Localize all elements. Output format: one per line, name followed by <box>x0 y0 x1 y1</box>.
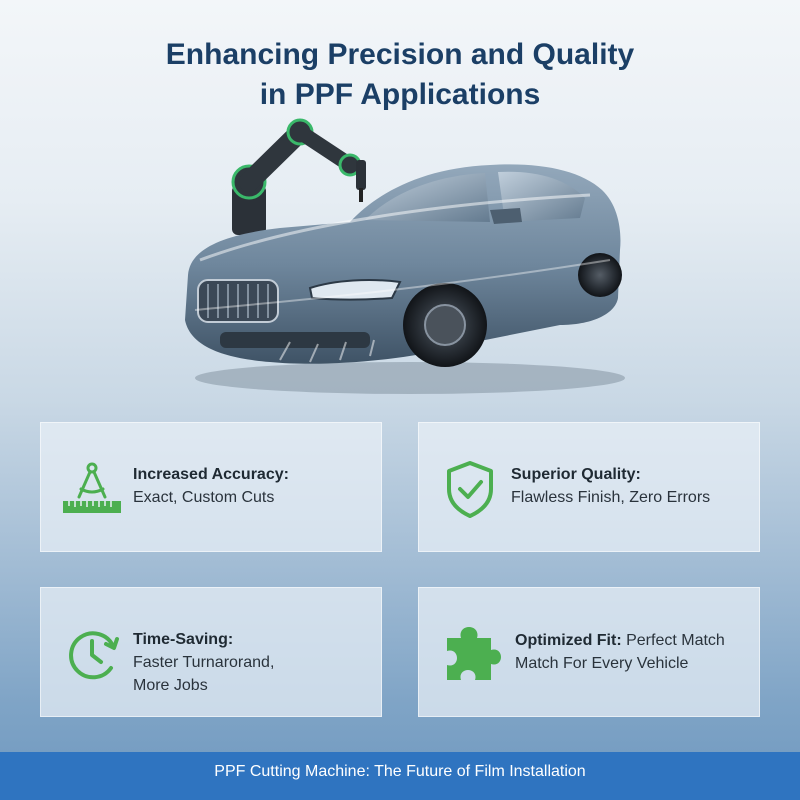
car <box>185 164 622 367</box>
feature-card-time-saving: Time-Saving: Faster Turnarorand, More Jo… <box>40 587 382 717</box>
feature-heading: Superior Quality: <box>511 466 641 483</box>
feature-description: Exact, Custom Cuts <box>133 489 275 506</box>
car-robot-illustration <box>185 118 625 394</box>
feature-heading-rest: Perfect Match <box>621 632 725 649</box>
puzzle-piece-icon <box>447 627 501 680</box>
feature-description-line-1: Faster Turnarorand, <box>133 654 275 671</box>
page-title: Enhancing Precision and Quality in PPF A… <box>0 35 800 115</box>
clock-arrow-icon <box>69 631 119 680</box>
robot-arm <box>231 118 366 235</box>
feature-heading: Increased Accuracy: <box>133 466 289 483</box>
footer-banner: PPF Cutting Machine: The Future of Film … <box>0 752 800 800</box>
title-line-1: Enhancing Precision and Quality <box>165 38 635 71</box>
feature-heading: Optimized Fit: <box>515 632 622 649</box>
feature-card-quality: Superior Quality: Flawless Finish, Zero … <box>418 422 760 552</box>
feature-card-accuracy: Increased Accuracy: Exact, Custom Cuts <box>40 422 382 552</box>
feature-description-line-2: More Jobs <box>133 677 208 694</box>
feature-heading: Time-Saving: <box>133 631 234 648</box>
shield-check-icon <box>447 461 493 518</box>
feature-description: Match For Every Vehicle <box>515 655 689 672</box>
feature-card-optimized-fit: Optimized Fit: Perfect Match Match For E… <box>418 587 760 717</box>
title-line-2: in PPF Applications <box>259 78 541 111</box>
footer-text: PPF Cutting Machine: The Future of Film … <box>214 763 586 780</box>
feature-description: Flawless Finish, Zero Errors <box>511 489 711 506</box>
compass-ruler-icon <box>63 462 121 513</box>
